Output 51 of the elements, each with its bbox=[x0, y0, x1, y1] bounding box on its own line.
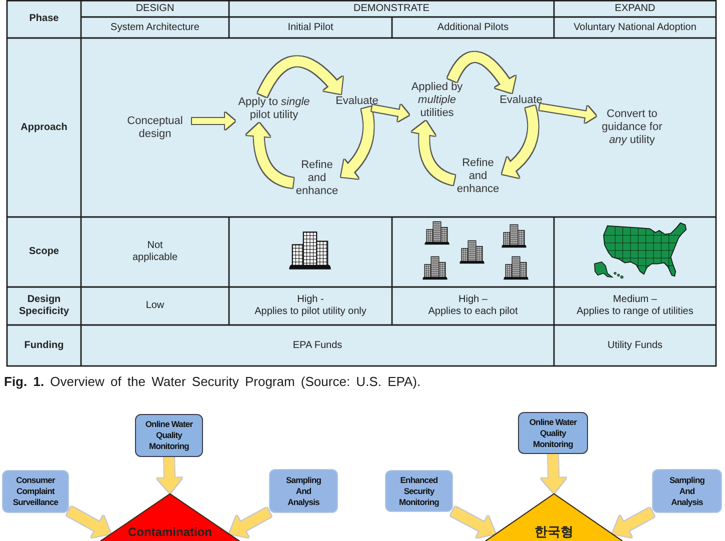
process-box: Online Water Quality Monitoring bbox=[135, 414, 203, 457]
funding-source: EPA Funds bbox=[292, 340, 342, 352]
phase-heading: DESIGN bbox=[136, 2, 174, 14]
description-text: Applies to range of utilities bbox=[576, 306, 694, 318]
row-heading: Design Specificity bbox=[18, 294, 70, 318]
stage-heading: System Architecture bbox=[110, 22, 200, 34]
step-label: Apply to single pilot utility bbox=[235, 95, 313, 123]
row-heading: Approach bbox=[20, 122, 68, 134]
stage-heading: Additional Pilots bbox=[437, 22, 509, 34]
specificity-level: Medium – bbox=[613, 294, 657, 306]
block-arrow bbox=[157, 456, 182, 494]
block-arrow bbox=[539, 104, 596, 123]
specificity-level: High - bbox=[297, 294, 324, 306]
stage-heading: Voluntary National Adoption bbox=[574, 22, 696, 34]
curved-arrow bbox=[258, 56, 345, 98]
step-label: Refine and enhance bbox=[293, 158, 341, 199]
central-diamond: Contamination bbox=[100, 493, 240, 541]
process-box: Sampling And Analysis bbox=[652, 469, 722, 513]
block-arrow bbox=[450, 506, 498, 538]
description-text: Applies to each pilot bbox=[428, 306, 518, 318]
process-box: Sampling And Analysis bbox=[269, 469, 338, 513]
step-label: Conceptual design bbox=[118, 114, 192, 142]
central-diamond: 한국형 bbox=[485, 493, 623, 541]
row-heading: Funding bbox=[24, 340, 64, 352]
block-arrow bbox=[66, 506, 113, 538]
note-text: Not applicable bbox=[131, 240, 179, 264]
step-label: Convert to guidance for any utility bbox=[596, 107, 668, 148]
phase-heading: DEMONSTRATE bbox=[354, 2, 430, 14]
block-arrow bbox=[372, 104, 410, 122]
block-arrow bbox=[541, 454, 566, 494]
step-label: Evaluate bbox=[498, 93, 544, 107]
step-label: Evaluate bbox=[334, 94, 380, 108]
step-label: Refine and enhance bbox=[454, 156, 502, 197]
block-arrow bbox=[192, 112, 235, 130]
phase-heading: EXPAND bbox=[614, 2, 656, 14]
block-arrow bbox=[227, 508, 272, 538]
curved-arrow bbox=[499, 106, 538, 178]
specificity-level: High – bbox=[458, 294, 488, 306]
row-heading: Scope bbox=[28, 246, 59, 258]
process-box: Consumer Complaint Surveillance bbox=[2, 470, 69, 513]
specificity-level: Low bbox=[146, 300, 164, 312]
block-arrow bbox=[610, 508, 654, 538]
curved-arrow bbox=[448, 52, 516, 96]
funding-source: Utility Funds bbox=[607, 340, 662, 352]
process-box: Enhanced Security Monitoring bbox=[385, 470, 453, 512]
stage-heading: Initial Pilot bbox=[288, 22, 334, 34]
process-box: Online Water Quality Monitoring bbox=[518, 412, 588, 454]
figure-caption: Fig. 1. Overview of the Water Security Program (Source: U.S. EPA). bbox=[4, 374, 421, 390]
description-text: Applies to pilot utility only bbox=[254, 306, 366, 318]
step-label: Applied by multiple utilities bbox=[409, 80, 465, 121]
row-heading: Phase bbox=[29, 13, 59, 25]
